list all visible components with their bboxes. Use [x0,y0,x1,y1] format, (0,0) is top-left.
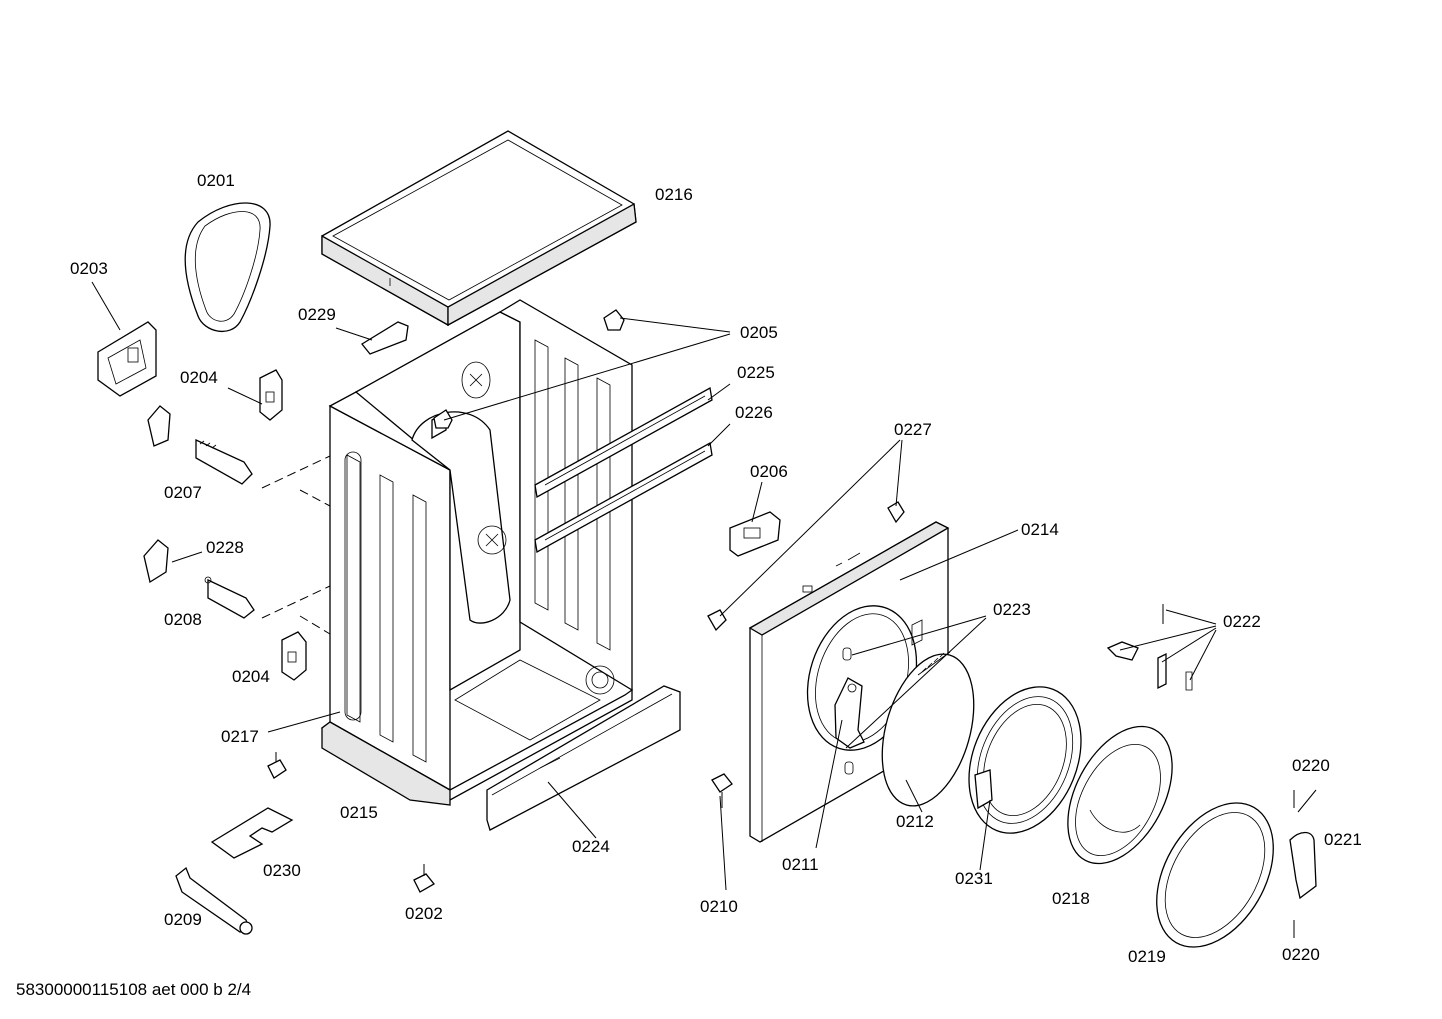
pump-housing-part [97,321,157,397]
label-0212: 0212 [896,812,934,831]
shock-absorber-0207-part [147,405,253,485]
label-0211: 0211 [782,855,819,874]
label-0208: 0208 [164,610,202,629]
label-0220-bottom: 0220 [1282,945,1320,964]
shock-absorber-0208-part [204,576,255,619]
bracket-0228-part [143,539,169,584]
label-0221: 0221 [1324,830,1362,849]
drive-belt-part [184,202,271,333]
hook-0227-part [707,501,905,632]
part-labels: 0201 0203 0216 0229 0205 0204 0225 0226 … [70,171,1362,966]
label-0209: 0209 [164,910,202,929]
hinge-kit-part [1106,604,1193,691]
label-0204-bottom: 0204 [232,667,270,686]
label-0230: 0230 [263,861,301,880]
label-0219: 0219 [1128,947,1166,966]
top-cover-part [321,130,637,327]
label-0231: 0231 [955,869,993,888]
label-0223: 0223 [993,600,1031,619]
document-reference: 58300000115108 aet 000 b 2/4 [16,980,252,999]
door-seal-part [881,653,975,807]
bracket-0204-top-part [259,369,283,421]
door-outer-ring-part [1156,802,1274,948]
door-glass-part [1067,725,1173,865]
cabinet-frame-part [320,299,633,806]
door-lock-part [729,511,781,557]
wrench-part [175,866,253,935]
label-0202: 0202 [405,904,443,923]
label-0204-top: 0204 [180,368,218,387]
kick-plate-part [486,685,681,831]
leader-lines [91,281,1317,891]
label-0210: 0210 [700,897,738,916]
label-0228: 0228 [206,538,244,557]
label-0222: 0222 [1223,612,1261,631]
label-0215: 0215 [340,803,378,822]
foot-0217-part [267,752,287,779]
door-handle-part [1289,831,1317,900]
label-0205: 0205 [740,323,778,342]
label-0207: 0207 [164,483,202,502]
label-0206: 0206 [750,462,788,481]
label-0225: 0225 [737,363,775,382]
label-0214: 0214 [1021,520,1059,539]
label-0203: 0203 [70,259,108,278]
label-0217: 0217 [221,727,259,746]
label-0216: 0216 [655,185,693,204]
label-0227: 0227 [894,420,932,439]
label-0229: 0229 [298,305,336,324]
assembly-guide-lines [261,455,331,635]
screw-0210-part [711,773,733,808]
door-inner-ring-part [968,686,1082,834]
label-0218: 0218 [1052,889,1090,908]
clip-0229-part [361,321,409,355]
clip-0205-part [433,309,625,429]
rail-0226-part [534,441,713,554]
rail-0225-part [534,386,713,499]
label-0201: 0201 [197,171,235,190]
foot-0202-part [413,864,435,893]
label-0224: 0224 [572,837,610,856]
plate-0230-part [210,807,294,859]
bracket-0204-bottom-part [281,631,307,681]
label-0226: 0226 [735,403,773,422]
label-0220-top: 0220 [1292,756,1330,775]
